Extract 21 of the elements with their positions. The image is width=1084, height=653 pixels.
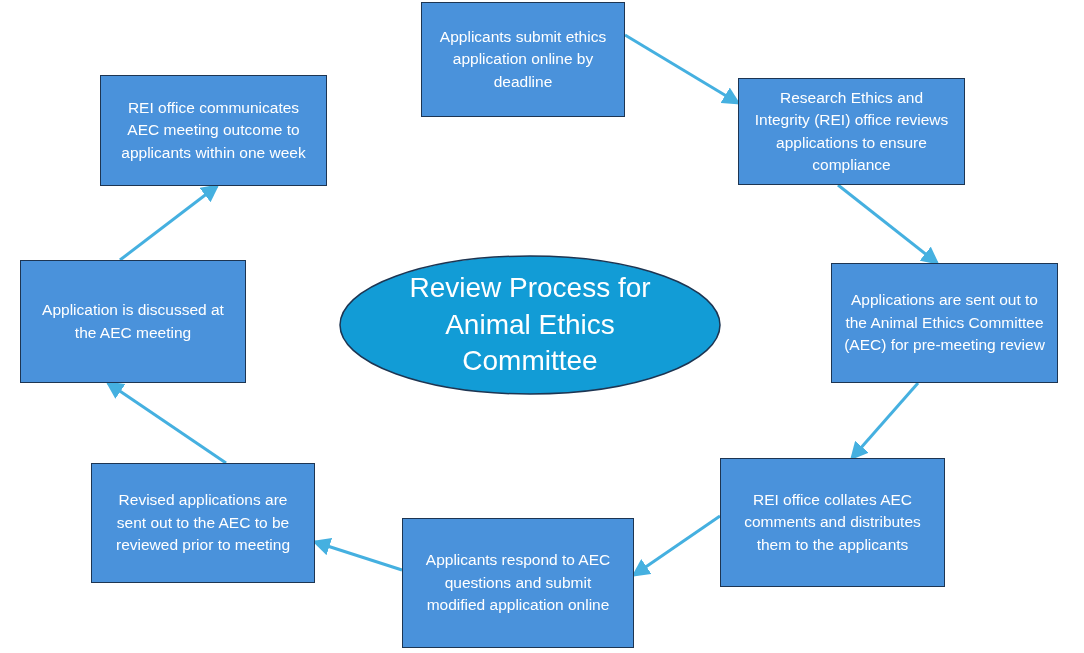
process-box [100,75,327,186]
step-text: REI office communicates AEC meeting outcome to applicants within one week [120,97,307,163]
step-text: Research Ethics and Integrity (REI) office reviews applications to ensure compliance [753,87,950,175]
arrow [119,184,220,262]
step-text: Application is discussed at the AEC meeting [41,300,225,343]
process-box [402,518,634,648]
arrow [105,381,227,465]
process-box [421,2,625,117]
process-box [20,260,246,383]
process-box [831,263,1058,383]
step-text: Applicants submit ethics application online by deadline [438,26,608,92]
step-text: Applicants respond to AEC questions and submit modified application online [424,550,612,616]
process-box [91,463,315,583]
step-text: Applications are sent out to the Animal Ethics Committee (AEC) for pre-meeting review [844,290,1045,356]
process-box [720,458,945,587]
title-ellipse [339,255,721,395]
step-text: Revised applications are sent out to the AEC to be reviewed prior to meeting [115,490,291,556]
node-label: Review Process for Animal Ethics Committee [409,271,651,379]
process-box [738,78,965,185]
step-text: REI office collates AEC comments and distributes them to the applicants [743,489,922,555]
arrow [837,183,940,265]
